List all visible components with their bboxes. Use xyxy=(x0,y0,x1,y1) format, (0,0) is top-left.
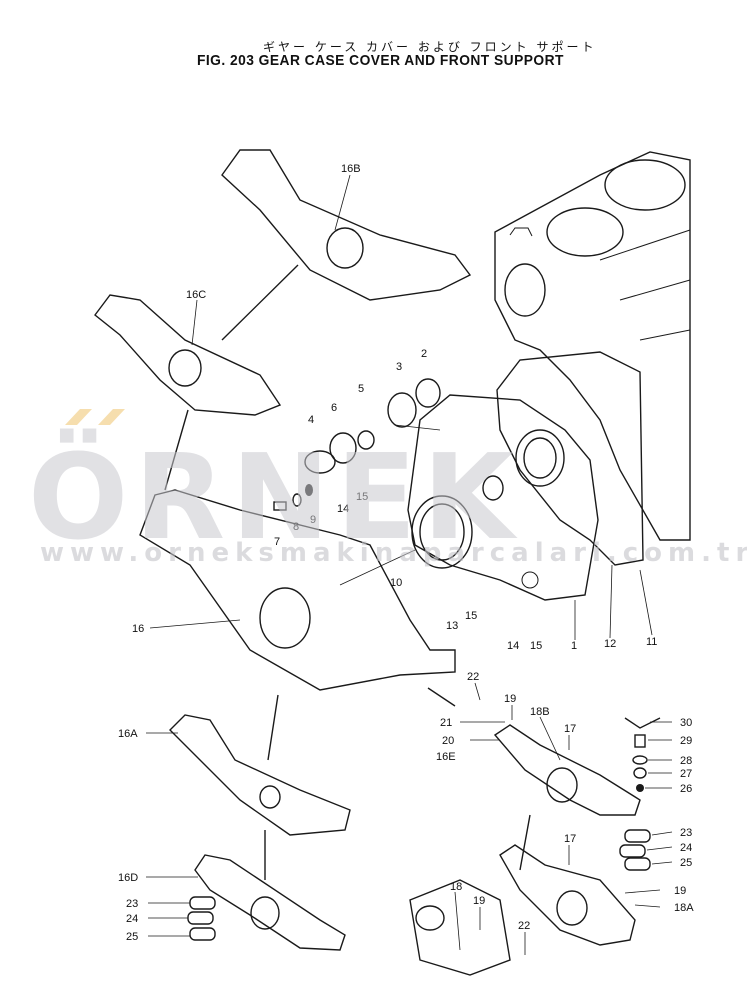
leader-lines xyxy=(146,174,673,955)
callout-16c: 16C xyxy=(186,289,206,301)
callout-23-right: 23 xyxy=(680,827,692,839)
plate-25-right xyxy=(624,857,651,871)
callout-7: 7 xyxy=(274,536,280,548)
callout-27: 27 xyxy=(680,768,692,780)
bracket-16d-hole xyxy=(250,896,280,930)
bushing-part-2 xyxy=(415,378,441,408)
plate-part-4 xyxy=(304,450,336,474)
gear-case-cover xyxy=(407,394,599,601)
bracket-16a-hole xyxy=(259,785,281,809)
figure-title: FIG. 203 GEAR CASE COVER AND FRONT SUPPO… xyxy=(197,52,564,69)
callout-18b: 18B xyxy=(530,706,550,718)
washer-part-9 xyxy=(305,484,313,496)
callout-28: 28 xyxy=(680,755,692,767)
bracket-16e-hole xyxy=(546,767,578,803)
callout-20: 20 xyxy=(442,735,454,747)
o-ring-part-5 xyxy=(357,430,375,450)
callout-17-lower: 17 xyxy=(564,833,576,845)
callout-19-lower: 19 xyxy=(473,895,485,907)
callout-16b: 16B xyxy=(341,163,361,175)
callout-13: 13 xyxy=(446,620,458,632)
callout-2: 2 xyxy=(421,348,427,360)
front-support xyxy=(139,489,456,691)
callout-6: 6 xyxy=(331,402,337,414)
callout-19-right: 19 xyxy=(674,885,686,897)
callout-16: 16 xyxy=(132,623,144,635)
callout-15-upper: 15 xyxy=(356,491,368,503)
part-29 xyxy=(634,734,646,748)
callout-16e: 16E xyxy=(436,751,456,763)
callout-25-right: 25 xyxy=(680,857,692,869)
callout-29: 29 xyxy=(680,735,692,747)
plate-24-right xyxy=(619,844,646,858)
bracket-16c-hole xyxy=(168,349,202,387)
callout-24-left: 24 xyxy=(126,913,138,925)
engine-block xyxy=(494,151,691,541)
part-callouts: 16B 16C 16 16A 16D 23 24 25 2 3 5 6 4 7 … xyxy=(118,163,694,943)
callout-16a: 16A xyxy=(118,728,138,740)
callout-17-upper: 17 xyxy=(564,723,576,735)
callout-30: 30 xyxy=(680,717,692,729)
callout-15-lower: 15 xyxy=(530,640,542,652)
callout-18a: 18A xyxy=(674,902,694,914)
callout-22-upper: 22 xyxy=(467,671,479,683)
callout-19-upper: 19 xyxy=(504,693,516,705)
callout-1: 1 xyxy=(571,640,577,652)
assembly-arrows xyxy=(164,264,531,880)
plate-25-left xyxy=(189,927,216,941)
callout-22-lower: 22 xyxy=(518,920,530,932)
bracket-16c xyxy=(94,294,282,416)
part-26 xyxy=(636,784,644,792)
seal-part-6 xyxy=(329,432,357,464)
callout-16d: 16D xyxy=(118,872,138,884)
callout-14-lower: 14 xyxy=(507,640,519,652)
lower-engine-section xyxy=(409,879,511,976)
bracket-18a-hole xyxy=(556,890,588,926)
bolt-part-7 xyxy=(273,501,287,511)
callout-26: 26 xyxy=(680,783,692,795)
callout-18: 18 xyxy=(450,881,462,893)
bracket-16b-hole xyxy=(326,227,364,269)
callout-24-right: 24 xyxy=(680,842,692,854)
callout-9: 9 xyxy=(310,514,316,526)
figure-title-japanese: ギヤー ケース カバー および フロント サポート xyxy=(263,40,597,54)
callout-3: 3 xyxy=(396,361,402,373)
gasket xyxy=(496,351,644,566)
support-hole xyxy=(259,587,311,649)
seal-part-3 xyxy=(387,392,417,428)
bracket-16d xyxy=(194,854,346,951)
part-28 xyxy=(632,755,648,765)
callout-4: 4 xyxy=(308,414,314,426)
plate-23-left xyxy=(189,896,216,910)
part-27 xyxy=(633,767,647,779)
callout-14-upper: 14 xyxy=(337,503,349,515)
callout-11: 11 xyxy=(646,636,657,648)
callout-12: 12 xyxy=(604,638,616,650)
bracket-18a xyxy=(499,844,636,946)
callout-10: 10 xyxy=(390,577,402,589)
washer-part-8 xyxy=(292,493,302,507)
lower-engine-hole xyxy=(415,905,445,931)
callout-5: 5 xyxy=(358,383,364,395)
bracket-16b xyxy=(221,149,472,301)
plate-24-left xyxy=(187,911,214,925)
callout-23-left: 23 xyxy=(126,898,138,910)
part-30 xyxy=(624,717,661,729)
callout-8: 8 xyxy=(293,521,299,533)
callout-25-left: 25 xyxy=(126,931,138,943)
callout-21: 21 xyxy=(440,717,452,729)
callout-15-mid: 15 xyxy=(465,610,477,622)
plate-23-right xyxy=(624,829,651,843)
bracket-16a xyxy=(169,714,351,836)
